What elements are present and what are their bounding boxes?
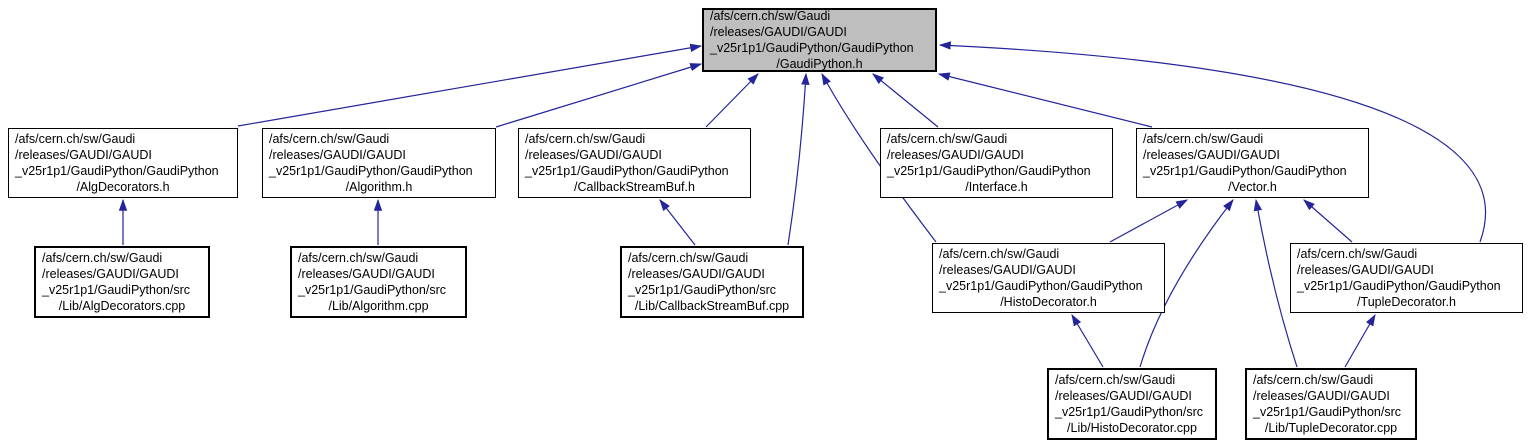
edge-algdecorators-h-to-gaudipython-h bbox=[237, 43, 703, 127]
node-label-line: /Lib/AlgDecorators.cpp bbox=[58, 299, 186, 313]
node-label-line: /afs/cern.ch/sw/Gaudi bbox=[939, 247, 1060, 261]
node-label-line: /afs/cern.ch/sw/Gaudi bbox=[887, 132, 1008, 146]
node-label-line: /GaudiPython.h bbox=[776, 57, 863, 71]
graph-node-histodecorator-cpp[interactable]: /afs/cern.ch/sw/Gaudi/releases/GAUDI/GAU… bbox=[1047, 368, 1217, 440]
node-label-line: _v25r1p1/GaudiPython/src bbox=[42, 283, 191, 297]
node-label-line: /CallbackStreamBuf.h bbox=[574, 180, 695, 194]
edge-callbackstreambuf-h-to-gaudipython-h bbox=[705, 73, 759, 128]
node-label-line: _v25r1p1/GaudiPython/GaudiPython bbox=[887, 164, 1091, 178]
node-label-line: _v25r1p1/GaudiPython/src bbox=[298, 283, 447, 297]
node-label-line: /afs/cern.ch/sw/Gaudi bbox=[1143, 132, 1264, 146]
graph-node-callbackstreambuf-h[interactable]: /afs/cern.ch/sw/Gaudi/releases/GAUDI/GAU… bbox=[518, 128, 751, 198]
graph-node-histodecorator-h[interactable]: /afs/cern.ch/sw/Gaudi/releases/GAUDI/GAU… bbox=[932, 243, 1165, 313]
node-label-line: /releases/GAUDI/GAUDI bbox=[1297, 263, 1434, 277]
node-label-line: _v25r1p1/GaudiPython/GaudiPython bbox=[525, 164, 729, 178]
graph-node-algorithm-h[interactable]: /afs/cern.ch/sw/Gaudi/releases/GAUDI/GAU… bbox=[262, 128, 496, 198]
node-label-line: /HistoDecorator.h bbox=[1000, 295, 1097, 309]
node-label-line: /releases/GAUDI/GAUDI bbox=[525, 148, 662, 162]
edge-vector-h-to-gaudipython-h bbox=[937, 72, 1153, 128]
node-label-line: _v25r1p1/GaudiPython/src bbox=[1055, 405, 1204, 419]
edge-histodecorator-cpp-to-histodecorator-h bbox=[1071, 313, 1104, 368]
node-label-line: /afs/cern.ch/sw/Gaudi bbox=[710, 9, 831, 23]
node-label-line: /afs/cern.ch/sw/Gaudi bbox=[269, 132, 390, 146]
node-label-line: /Algorithm.h bbox=[345, 180, 413, 194]
graph-node-tupledecorator-h[interactable]: /afs/cern.ch/sw/Gaudi/releases/GAUDI/GAU… bbox=[1290, 243, 1523, 313]
node-label-line: _v25r1p1/GaudiPython/GaudiPython bbox=[939, 279, 1143, 293]
node-label-line: /releases/GAUDI/GAUDI bbox=[939, 263, 1076, 277]
node-label-line: /releases/GAUDI/GAUDI bbox=[42, 267, 179, 281]
graph-node-callbackstreambuf-cpp[interactable]: /afs/cern.ch/sw/Gaudi/releases/GAUDI/GAU… bbox=[620, 246, 804, 318]
node-label-line: /releases/GAUDI/GAUDI bbox=[887, 148, 1024, 162]
node-label-line: _v25r1p1/GaudiPython/src bbox=[1253, 405, 1402, 419]
graph-node-algorithm-cpp[interactable]: /afs/cern.ch/sw/Gaudi/releases/GAUDI/GAU… bbox=[290, 246, 467, 318]
node-label-line: /releases/GAUDI/GAUDI bbox=[15, 148, 152, 162]
node-label-line: /TupleDecorator.h bbox=[1357, 295, 1456, 309]
edge-histodecorator-h-to-vector-h bbox=[1109, 199, 1189, 243]
node-label-line: _v25r1p1/GaudiPython/GaudiPython bbox=[269, 164, 473, 178]
node-label-line: /afs/cern.ch/sw/Gaudi bbox=[628, 251, 749, 265]
node-label-line: /releases/GAUDI/GAUDI bbox=[628, 267, 765, 281]
graph-node-interface-h[interactable]: /afs/cern.ch/sw/Gaudi/releases/GAUDI/GAU… bbox=[880, 128, 1113, 198]
node-label-line: /Lib/Algorithm.cpp bbox=[328, 299, 429, 313]
node-label-line: /AlgDecorators.h bbox=[76, 180, 170, 194]
edge-callbackstreambuf-cpp-to-gaudipython-h bbox=[787, 72, 810, 246]
node-label-line: /Interface.h bbox=[965, 180, 1028, 194]
node-label-line: /afs/cern.ch/sw/Gaudi bbox=[1253, 373, 1374, 387]
node-label-line: /Lib/CallbackStreamBuf.cpp bbox=[634, 299, 790, 313]
node-label-line: /afs/cern.ch/sw/Gaudi bbox=[1297, 247, 1418, 261]
node-label-line: /Lib/HistoDecorator.cpp bbox=[1067, 421, 1197, 435]
edge-interface-h-to-gaudipython-h bbox=[872, 73, 939, 128]
edge-tupledecorator-cpp-to-tupledecorator-h bbox=[1344, 313, 1376, 368]
node-label-line: /afs/cern.ch/sw/Gaudi bbox=[42, 251, 163, 265]
node-label-line: /releases/GAUDI/GAUDI bbox=[1055, 389, 1192, 403]
edge-algorithm-h-to-gaudipython-h bbox=[495, 63, 703, 128]
graph-node-vector-h[interactable]: /afs/cern.ch/sw/Gaudi/releases/GAUDI/GAU… bbox=[1136, 128, 1369, 198]
node-label-line: /releases/GAUDI/GAUDI bbox=[298, 267, 435, 281]
node-label-line: _v25r1p1/GaudiPython/src bbox=[628, 283, 777, 297]
node-label-line: /afs/cern.ch/sw/Gaudi bbox=[298, 251, 419, 265]
node-label-line: /Vector.h bbox=[1228, 180, 1277, 194]
node-label-line: /releases/GAUDI/GAUDI bbox=[1143, 148, 1280, 162]
graph-node-algdecorators-cpp[interactable]: /afs/cern.ch/sw/Gaudi/releases/GAUDI/GAU… bbox=[34, 246, 210, 318]
node-label-line: /afs/cern.ch/sw/Gaudi bbox=[525, 132, 646, 146]
node-label-line: _v25r1p1/GaudiPython/GaudiPython bbox=[710, 41, 914, 55]
edge-callbackstreambuf-cpp-to-callbackstreambuf-h bbox=[659, 199, 696, 246]
graph-node-tupledecorator-cpp[interactable]: /afs/cern.ch/sw/Gaudi/releases/GAUDI/GAU… bbox=[1245, 368, 1417, 440]
graph-node-gaudipython-h: /afs/cern.ch/sw/Gaudi/releases/GAUDI/GAU… bbox=[702, 8, 937, 72]
node-label-line: _v25r1p1/GaudiPython/GaudiPython bbox=[1143, 164, 1347, 178]
node-label-line: _v25r1p1/GaudiPython/GaudiPython bbox=[1297, 279, 1501, 293]
graph-node-algdecorators-h[interactable]: /afs/cern.ch/sw/Gaudi/releases/GAUDI/GAU… bbox=[8, 128, 238, 198]
node-label-line: /Lib/TupleDecorator.cpp bbox=[1264, 421, 1398, 435]
node-label-line: /releases/GAUDI/GAUDI bbox=[710, 25, 847, 39]
node-label-line: /afs/cern.ch/sw/Gaudi bbox=[1055, 373, 1176, 387]
node-label-line: /releases/GAUDI/GAUDI bbox=[269, 148, 406, 162]
node-label-line: _v25r1p1/GaudiPython/GaudiPython bbox=[15, 164, 219, 178]
node-label-line: /afs/cern.ch/sw/Gaudi bbox=[15, 132, 136, 146]
node-label-line: /releases/GAUDI/GAUDI bbox=[1253, 389, 1390, 403]
edge-tupledecorator-h-to-vector-h bbox=[1303, 199, 1353, 243]
